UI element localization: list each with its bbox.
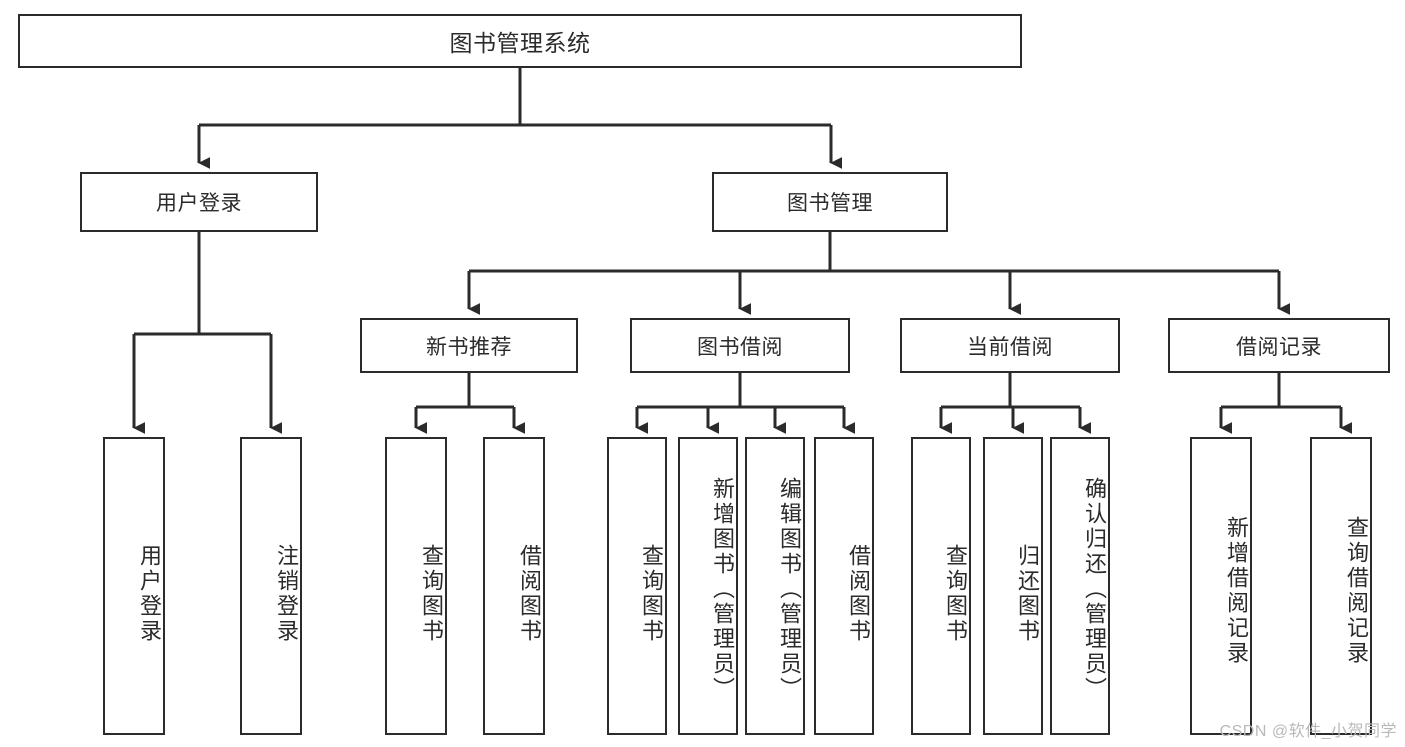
node-leaf-query-record[interactable]: 查询借阅记录 [1310, 437, 1372, 735]
node-leaf-query-book-1[interactable]: 查询图书 [385, 437, 447, 735]
node-leaf-logout-label: 注销登录 [274, 544, 299, 644]
node-user-login[interactable]: 用户登录 [80, 172, 318, 232]
node-leaf-borrow-book-1-label: 借阅图书 [517, 544, 542, 644]
node-book-borrow[interactable]: 图书借阅 [630, 318, 850, 373]
node-leaf-return-book-label: 归还图书 [1015, 544, 1040, 644]
node-book-borrow-label: 图书借阅 [697, 335, 783, 359]
node-new-book-recommend[interactable]: 新书推荐 [360, 318, 578, 373]
node-current-borrow[interactable]: 当前借阅 [900, 318, 1120, 373]
node-root[interactable]: 图书管理系统 [18, 14, 1022, 68]
node-leaf-query-book-3[interactable]: 查询图书 [911, 437, 971, 735]
node-user-login-label: 用户登录 [156, 192, 242, 215]
node-book-manage[interactable]: 图书管理 [712, 172, 948, 232]
node-leaf-borrow-book-1[interactable]: 借阅图书 [483, 437, 545, 735]
node-leaf-borrow-book-2[interactable]: 借阅图书 [814, 437, 874, 735]
node-leaf-add-book-label: 新增图书（管理员） [710, 476, 735, 702]
node-leaf-borrow-book-2-label: 借阅图书 [846, 544, 871, 644]
node-leaf-query-book-2[interactable]: 查询图书 [607, 437, 667, 735]
node-root-label: 图书管理系统 [449, 30, 591, 56]
node-leaf-query-book-3-label: 查询图书 [943, 544, 968, 644]
node-new-book-recommend-label: 新书推荐 [426, 335, 512, 359]
node-leaf-edit-book-label: 编辑图书（管理员） [777, 476, 802, 702]
node-borrow-record-label: 借阅记录 [1236, 335, 1322, 359]
node-current-borrow-label: 当前借阅 [967, 335, 1053, 359]
node-leaf-user-login-label: 用户登录 [137, 544, 162, 644]
node-leaf-add-record-label: 新增借阅记录 [1224, 516, 1249, 666]
node-leaf-query-record-label: 查询借阅记录 [1344, 516, 1369, 666]
node-leaf-add-record[interactable]: 新增借阅记录 [1190, 437, 1252, 735]
node-leaf-query-book-1-label: 查询图书 [419, 544, 444, 644]
node-leaf-edit-book[interactable]: 编辑图书（管理员） [745, 437, 805, 735]
node-leaf-confirm-return-label: 确认归还（管理员） [1082, 476, 1107, 702]
node-leaf-add-book[interactable]: 新增图书（管理员） [678, 437, 738, 735]
node-leaf-logout[interactable]: 注销登录 [240, 437, 302, 735]
node-leaf-user-login[interactable]: 用户登录 [103, 437, 165, 735]
node-leaf-query-book-2-label: 查询图书 [639, 544, 664, 644]
node-leaf-confirm-return[interactable]: 确认归还（管理员） [1050, 437, 1110, 735]
node-book-manage-label: 图书管理 [787, 192, 873, 215]
node-leaf-return-book[interactable]: 归还图书 [983, 437, 1043, 735]
node-borrow-record[interactable]: 借阅记录 [1168, 318, 1390, 373]
watermark: CSDN @软件_小贺同学 [1219, 723, 1397, 740]
